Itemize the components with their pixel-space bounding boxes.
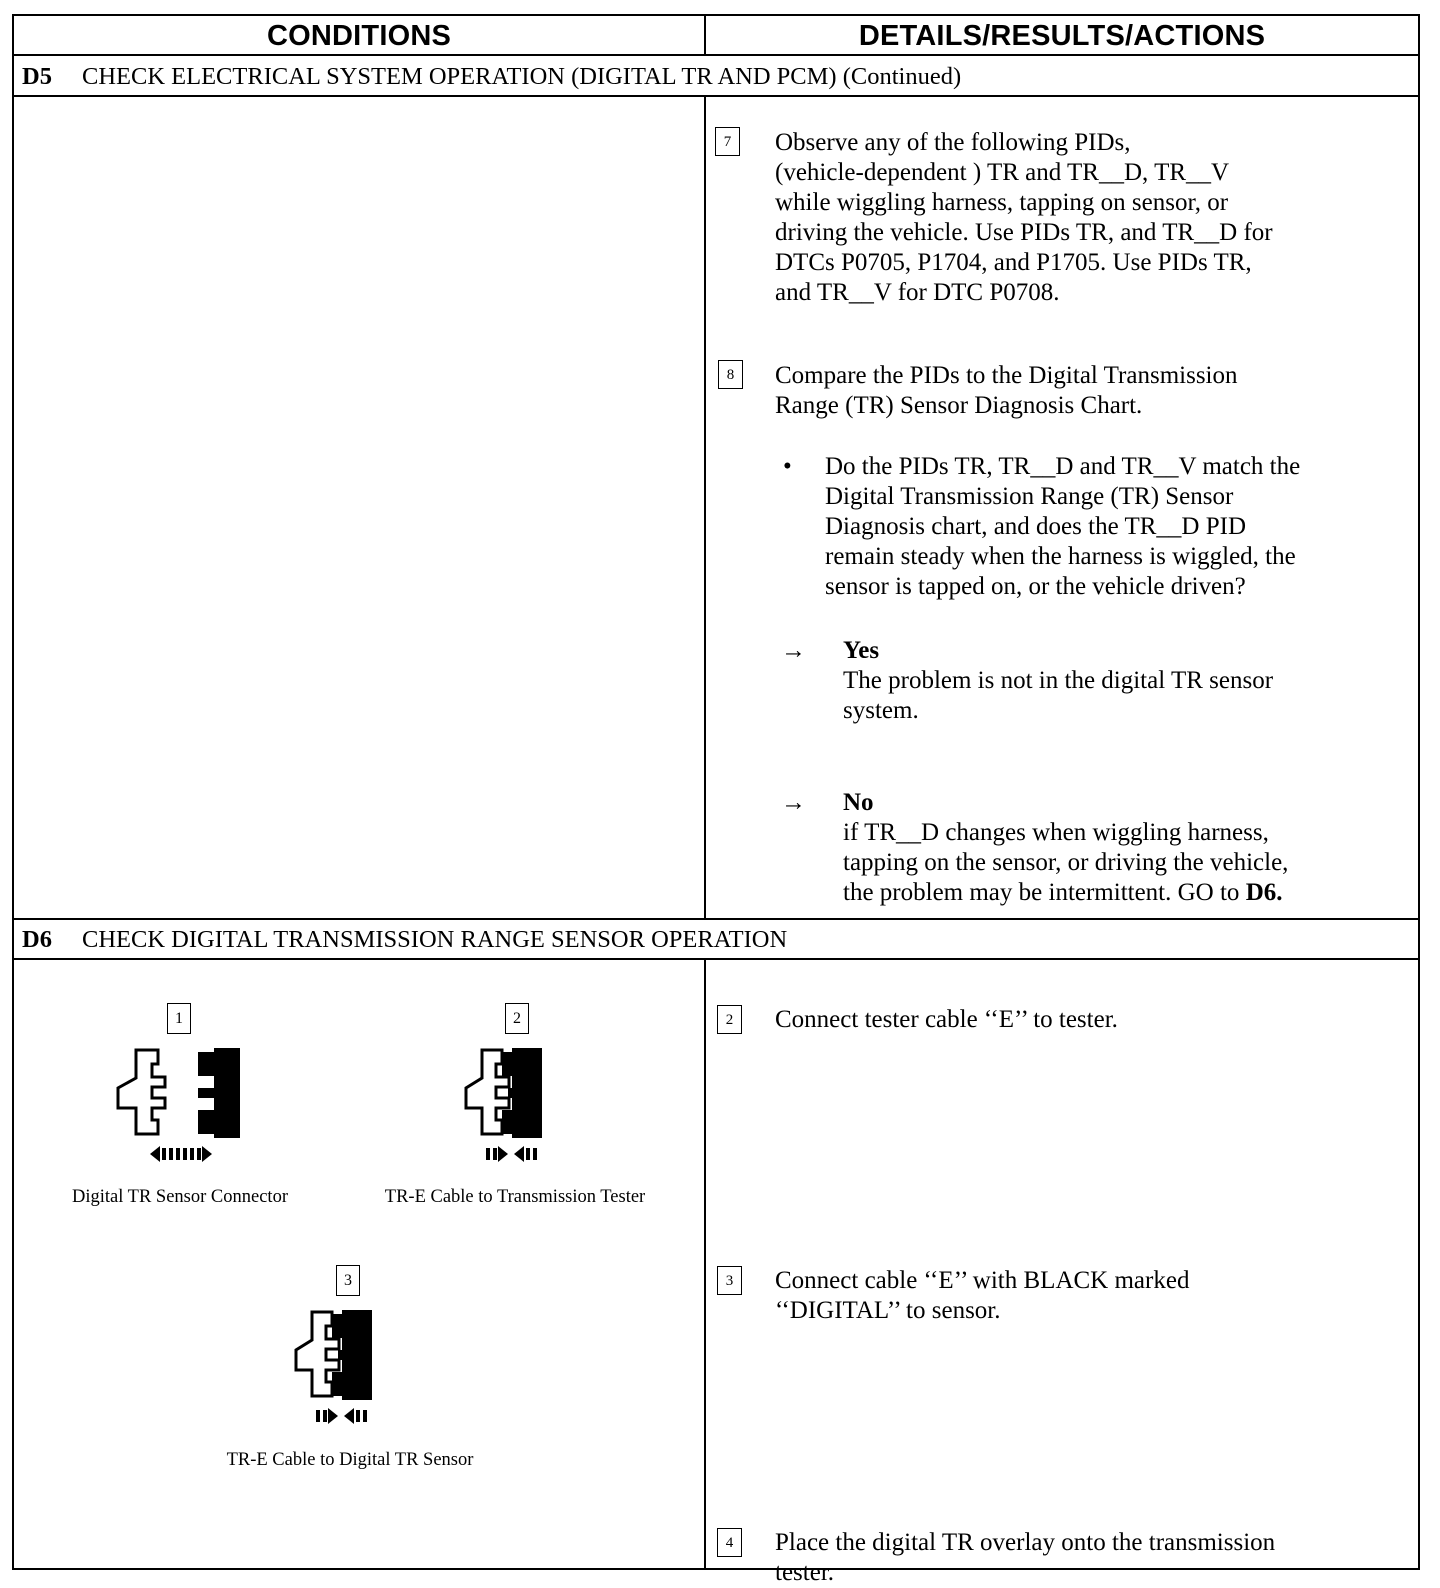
step-7-line: (vehicle-dependent ) TR and TR__D, TR__V xyxy=(775,159,1230,186)
no-arrow-icon: → xyxy=(781,789,806,816)
step-8-text: Compare the PIDs to the Digital Transmis… xyxy=(775,361,1238,421)
d6-step-2-text: Connect tester cable ‘‘E’’ to tester. xyxy=(775,1005,1118,1035)
step-7-number: 7 xyxy=(715,127,740,156)
details-header: DETAILS/RESULTS/ACTIONS xyxy=(858,20,1266,52)
connector-disconnected-icon xyxy=(116,1048,240,1162)
no-line: if TR__D changes when wiggling harness, xyxy=(843,819,1269,846)
d6-step-3-line: ‘‘DIGITAL’’ to sensor. xyxy=(775,1297,1001,1324)
figure-3-caption: TR-E Cable to Digital TR Sensor xyxy=(226,1450,474,1470)
d6-step-2-line: Connect tester cable ‘‘E’’ to tester. xyxy=(775,1006,1118,1033)
yes-answer: Yes The problem is not in the digital TR… xyxy=(843,636,1273,726)
d6-top-divider xyxy=(12,918,1420,920)
step-7-text: Observe any of the following PIDs, (vehi… xyxy=(775,128,1273,308)
question-line: sensor is tapped on, or the vehicle driv… xyxy=(825,573,1246,600)
d6-step-4-line: Place the digital TR overlay onto the tr… xyxy=(775,1529,1276,1556)
d6-step-4-line: tester. xyxy=(775,1559,835,1586)
question-line: Do the PIDs TR, TR__D and TR__V match th… xyxy=(825,453,1301,480)
d6-step-4-text: Place the digital TR overlay onto the tr… xyxy=(775,1528,1275,1588)
bullet-dot: • xyxy=(783,453,792,480)
question-line: Diagnosis chart, and does the TR__D PID xyxy=(825,513,1247,540)
d6-title-divider xyxy=(12,958,1420,960)
goto-d6-reference: D6. xyxy=(1245,879,1283,906)
d5-section-title: D5 CHECK ELECTRICAL SYSTEM OPERATION (DIG… xyxy=(22,57,961,95)
d6-section-title: D6 CHECK DIGITAL TRANSMISSION RANGE SENSO… xyxy=(22,920,787,958)
no-answer: No if TR__D changes when wiggling harnes… xyxy=(843,788,1288,908)
header-divider xyxy=(12,54,1420,56)
d6-step-4-number: 4 xyxy=(717,1528,742,1557)
d6-column-divider xyxy=(704,958,706,1570)
step-7-line: driving the vehicle. Use PIDs TR, and TR… xyxy=(775,219,1273,246)
figure-1-number: 1 xyxy=(167,1003,191,1034)
diagnostic-table xyxy=(12,14,1420,1570)
connector-connected-icon xyxy=(464,1048,542,1162)
no-label: No xyxy=(843,789,874,816)
d5-title: CHECK ELECTRICAL SYSTEM OPERATION (DIGIT… xyxy=(82,63,962,90)
step-7-line: Observe any of the following PIDs, xyxy=(775,129,1131,156)
step-8-line: Compare the PIDs to the Digital Transmis… xyxy=(775,362,1238,389)
yes-label: Yes xyxy=(843,637,880,664)
yes-arrow-icon: → xyxy=(781,637,806,664)
yes-line: The problem is not in the digital TR sen… xyxy=(843,667,1274,694)
question-line: Digital Transmission Range (TR) Sensor xyxy=(825,483,1234,510)
d6-code: D6 xyxy=(22,926,52,953)
yes-line: system. xyxy=(843,697,919,724)
d6-step-3-text: Connect cable ‘‘E’’ with BLACK marked ‘‘… xyxy=(775,1266,1189,1326)
figure-1-caption: Digital TR Sensor Connector xyxy=(72,1187,288,1207)
conditions-header: CONDITIONS xyxy=(266,20,452,52)
diagnosis-question: Do the PIDs TR, TR__D and TR__V match th… xyxy=(825,452,1300,602)
d6-step-3-line: Connect cable ‘‘E’’ with BLACK marked xyxy=(775,1267,1190,1294)
header-column-divider xyxy=(704,14,706,55)
d5-title-divider xyxy=(12,95,1420,97)
no-line: the problem may be intermittent. GO to xyxy=(843,879,1246,906)
no-line: tapping on the sensor, or driving the ve… xyxy=(843,849,1289,876)
step-7-line: while wiggling harness, tapping on senso… xyxy=(775,189,1229,216)
figure-3-number: 3 xyxy=(336,1265,360,1296)
step-8-line: Range (TR) Sensor Diagnosis Chart. xyxy=(775,392,1143,419)
d6-step-2-number: 2 xyxy=(717,1005,742,1034)
connector-connected-icon xyxy=(294,1310,372,1424)
question-line: remain steady when the harness is wiggle… xyxy=(825,543,1296,570)
figure-2-number: 2 xyxy=(505,1003,529,1034)
step-7-line: and TR__V for DTC P0708. xyxy=(775,279,1060,306)
d5-code: D5 xyxy=(22,63,52,90)
d6-title: CHECK DIGITAL TRANSMISSION RANGE SENSOR … xyxy=(82,926,788,953)
step-7-line: DTCs P0705, P1704, and P1705. Use PIDs T… xyxy=(775,249,1252,276)
d5-column-divider xyxy=(704,95,706,919)
d6-step-3-number: 3 xyxy=(717,1266,742,1295)
step-8-number: 8 xyxy=(718,360,743,389)
figure-2-caption: TR-E Cable to Transmission Tester xyxy=(384,1187,646,1207)
